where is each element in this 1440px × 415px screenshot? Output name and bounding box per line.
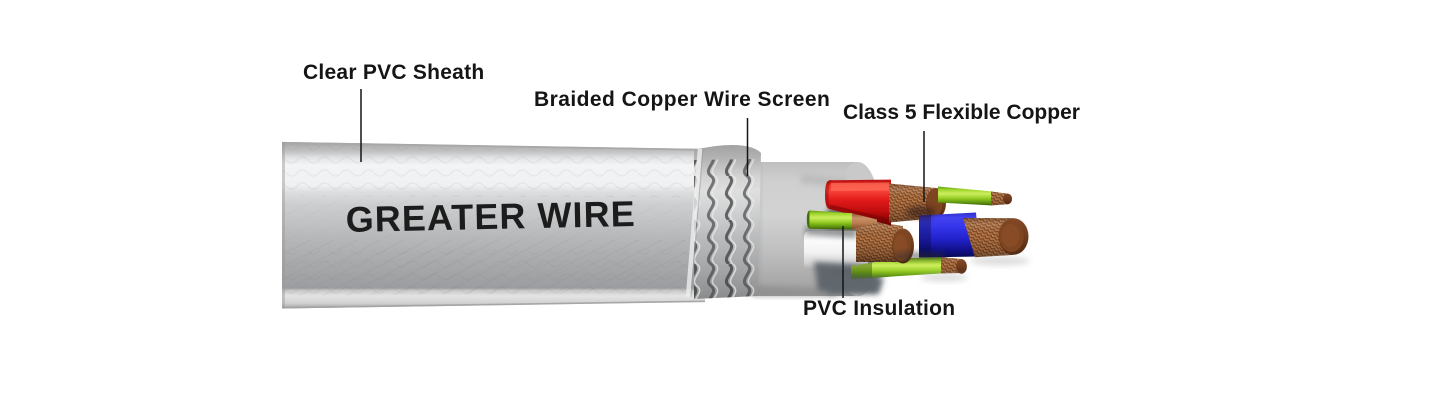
svg-text:GREATER WIRE: GREATER WIRE <box>345 193 635 240</box>
